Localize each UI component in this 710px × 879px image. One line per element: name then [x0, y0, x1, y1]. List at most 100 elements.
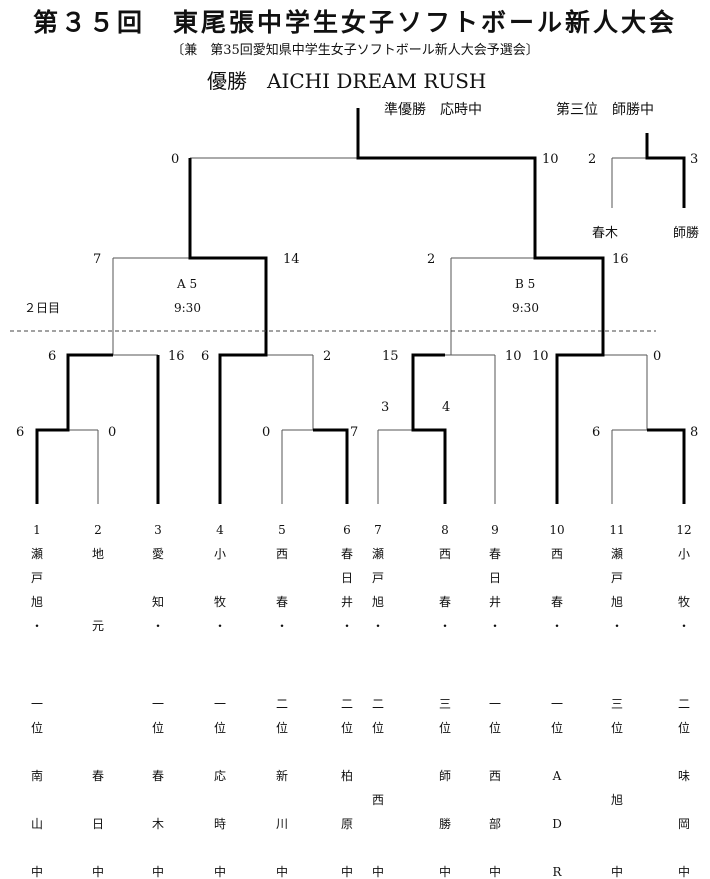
team-number: 5 [278, 523, 286, 537]
team-name-char: 牧 [677, 595, 690, 609]
team-name-char: 旭 [610, 793, 623, 807]
team-name-char: 西 [488, 769, 501, 783]
third-place-team: 春木 [592, 226, 619, 241]
score: 10 [542, 152, 559, 167]
team-name-char: 地 [91, 547, 104, 561]
team-name-char: 井 [488, 595, 501, 609]
team-name-char: 旭 [371, 595, 384, 609]
score: 0 [171, 152, 180, 167]
team-name-char: ・ [438, 619, 451, 633]
team-name-char: ・ [30, 619, 43, 633]
team-name-char: 味 [677, 769, 690, 783]
team-number: 9 [491, 523, 499, 537]
team-name-char: 川 [275, 817, 288, 831]
score: 16 [612, 252, 629, 267]
winner-label: 優勝 AICHI DREAM RUSH [207, 69, 487, 93]
team-name-char: 三 [610, 697, 623, 711]
team-name-char: 元 [91, 619, 104, 633]
team-name-char: 中 [371, 865, 384, 879]
team-name-char: 中 [340, 865, 353, 879]
team-name-char: 位 [550, 721, 563, 735]
team-name-char: 瀬 [30, 547, 43, 561]
team-name-char: A [552, 769, 562, 783]
team-name-char: 一 [30, 697, 43, 711]
team-name-char: 西 [275, 547, 288, 561]
team-name-char: 位 [438, 721, 451, 735]
team-name-char: 応 [213, 769, 226, 783]
score: 6 [201, 349, 210, 364]
team-name-char: 時 [213, 817, 226, 831]
team-name-char: 春 [488, 547, 501, 561]
team-name-char: 中 [438, 865, 451, 879]
team-number: 1 [33, 523, 41, 537]
score: 15 [382, 349, 399, 364]
match-label: A 5 [177, 277, 198, 291]
team-number: 6 [343, 523, 351, 537]
team-name-char: 二 [275, 697, 288, 711]
team-name-char: D [552, 817, 562, 831]
team-name-char: 中 [151, 865, 164, 879]
team-name-char: 西 [438, 547, 451, 561]
score: 2 [323, 349, 332, 364]
score: 0 [108, 425, 117, 440]
team-name-char: 一 [151, 697, 164, 711]
team-name-char: 一 [488, 697, 501, 711]
team-name-char: 戸 [371, 571, 384, 585]
team-name-char: ・ [677, 619, 690, 633]
team-name-char: 位 [340, 721, 353, 735]
team-name-char: ・ [371, 619, 384, 633]
team-name-char: 旭 [30, 595, 43, 609]
day-label: ２日目 [24, 301, 61, 315]
team-name-char: 春 [438, 595, 451, 609]
score: 0 [262, 425, 271, 440]
team-name-char: 井 [340, 595, 353, 609]
team-name-char: 岡 [677, 817, 690, 831]
team-name-char: ・ [340, 619, 353, 633]
score: 2 [427, 252, 436, 267]
team-name-char: 旭 [610, 595, 623, 609]
team-name-char: 愛 [151, 547, 164, 561]
team-name-char: R [552, 865, 562, 879]
page-title: 第３５回 東尾張中学生女子ソフトボール新人大会 [32, 8, 677, 37]
third-place-team: 師勝 [673, 226, 700, 241]
team-name-char: 一 [213, 697, 226, 711]
team-name-char: 春 [275, 595, 288, 609]
team-name-char: 春 [151, 769, 164, 783]
team-name-char: 二 [371, 697, 384, 711]
score: 7 [93, 252, 102, 267]
team-name-char: 日 [91, 817, 104, 831]
team-name-char: 春 [91, 769, 104, 783]
team-name-char: 春 [550, 595, 563, 609]
team-name-char: 日 [488, 571, 501, 585]
team-name-char: 勝 [438, 817, 451, 831]
team-number: 10 [549, 523, 565, 537]
team-name-char: 西 [550, 547, 563, 561]
team-name-char: ・ [488, 619, 501, 633]
team-name-char: 中 [677, 865, 690, 879]
team-name-char: 山 [30, 817, 43, 831]
team-name-char: 位 [213, 721, 226, 735]
team-name-char: 二 [340, 697, 353, 711]
team-name-char: ・ [151, 619, 164, 633]
team-name-char: 位 [610, 721, 623, 735]
team-name-char: 二 [677, 697, 690, 711]
team-name-char: 位 [488, 721, 501, 735]
team-name-char: 瀬 [610, 547, 623, 561]
team-number: 2 [94, 523, 102, 537]
team-name-char: 柏 [340, 769, 353, 783]
team-name-char: ・ [550, 619, 563, 633]
team-name-char: 西 [371, 793, 384, 807]
runner-up-label: 準優勝 応時中 [384, 102, 482, 118]
team-number: 3 [154, 523, 162, 537]
score: 10 [505, 349, 522, 364]
third-place-score: 3 [690, 152, 699, 167]
team-name-char: 位 [677, 721, 690, 735]
bracket-thin-lines [68, 157, 648, 504]
score: 14 [283, 252, 300, 267]
team-name-char: 牧 [213, 595, 226, 609]
third-place-score: 2 [588, 152, 597, 167]
score: 0 [653, 349, 662, 364]
team-name-char: ・ [610, 619, 623, 633]
team-name-char: 木 [151, 817, 164, 831]
team-name-char: 小 [677, 547, 690, 561]
